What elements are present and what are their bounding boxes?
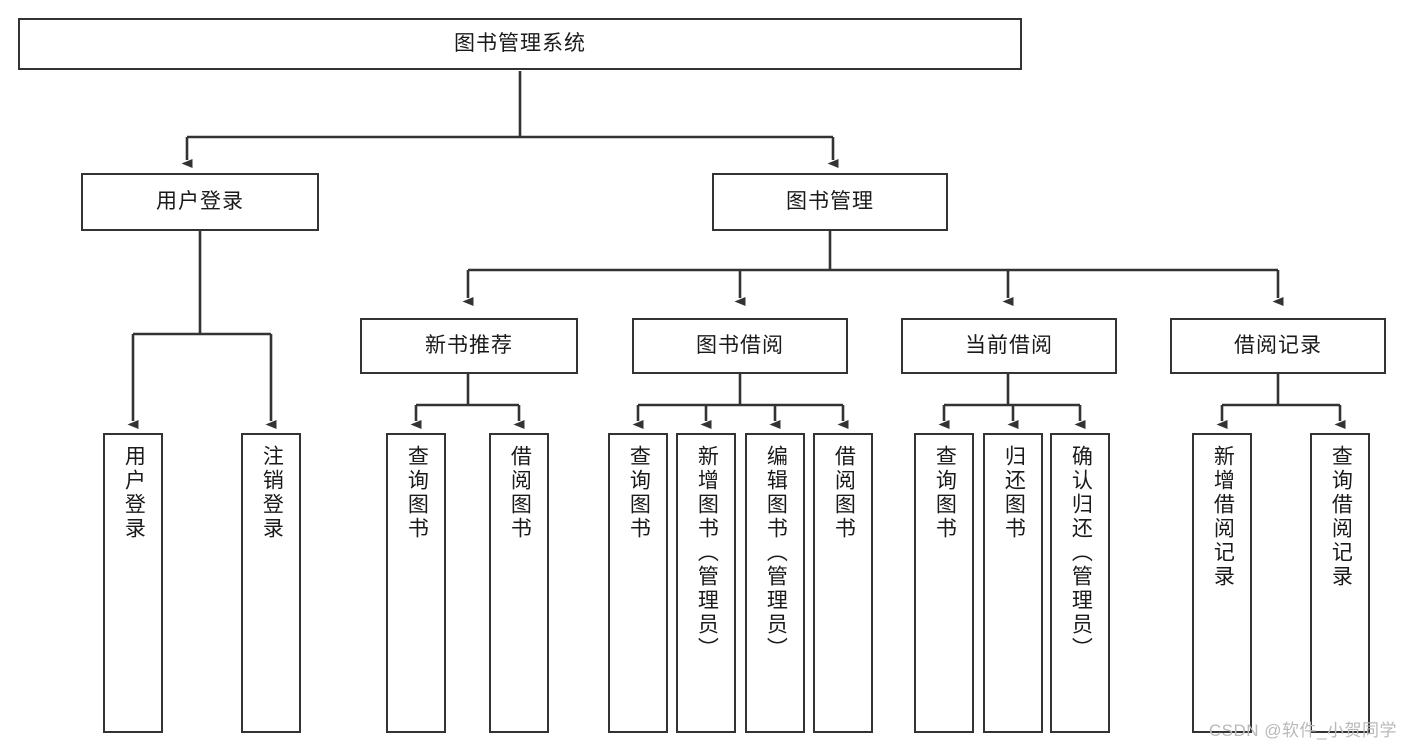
node-label: 查询图书 bbox=[405, 445, 429, 541]
node-label: 借阅图书 bbox=[508, 445, 532, 541]
node-label: 借阅记录 bbox=[1234, 333, 1322, 357]
node-label: 确认归还（管理员） bbox=[1069, 445, 1093, 661]
node-user-login[interactable]: 用户登录 bbox=[81, 173, 319, 231]
leaf-current-confirm-return[interactable]: 确认归还（管理员） bbox=[1050, 433, 1110, 733]
leaf-borrow-add-book[interactable]: 新增图书（管理员） bbox=[676, 433, 736, 733]
node-label: 用户登录 bbox=[156, 189, 244, 213]
node-label: 查询借阅记录 bbox=[1329, 445, 1353, 589]
leaf-borrow-edit-book[interactable]: 编辑图书（管理员） bbox=[745, 433, 805, 733]
node-label: 新增图书（管理员） bbox=[695, 445, 719, 661]
node-label: 图书管理 bbox=[786, 189, 874, 213]
node-label: 图书管理系统 bbox=[454, 31, 586, 55]
watermark-text: CSDN @软件_小贺同学 bbox=[1208, 721, 1397, 740]
leaf-borrow-query-book[interactable]: 查询图书 bbox=[608, 433, 668, 733]
node-label: 新增借阅记录 bbox=[1211, 445, 1235, 589]
node-label: 归还图书 bbox=[1002, 445, 1026, 541]
node-new-book-recommend[interactable]: 新书推荐 bbox=[360, 318, 578, 374]
node-label: 编辑图书（管理员） bbox=[764, 445, 788, 661]
node-label: 图书借阅 bbox=[696, 333, 784, 357]
leaf-current-return-book[interactable]: 归还图书 bbox=[983, 433, 1043, 733]
node-label: 查询图书 bbox=[627, 445, 651, 541]
leaf-user-login[interactable]: 用户登录 bbox=[103, 433, 163, 733]
node-book-management[interactable]: 图书管理 bbox=[712, 173, 948, 231]
node-label: 新书推荐 bbox=[425, 333, 513, 357]
node-label: 注销登录 bbox=[260, 445, 284, 541]
node-root-system[interactable]: 图书管理系统 bbox=[18, 18, 1022, 70]
node-book-borrow[interactable]: 图书借阅 bbox=[632, 318, 848, 374]
node-label: 当前借阅 bbox=[965, 333, 1053, 357]
node-current-borrow[interactable]: 当前借阅 bbox=[901, 318, 1117, 374]
leaf-current-query-book[interactable]: 查询图书 bbox=[914, 433, 974, 733]
leaf-records-add[interactable]: 新增借阅记录 bbox=[1192, 433, 1252, 733]
node-label: 查询图书 bbox=[933, 445, 957, 541]
leaf-new-book-query[interactable]: 查询图书 bbox=[386, 433, 446, 733]
leaf-borrow-borrow-book[interactable]: 借阅图书 bbox=[813, 433, 873, 733]
leaf-new-book-borrow[interactable]: 借阅图书 bbox=[489, 433, 549, 733]
leaf-records-query[interactable]: 查询借阅记录 bbox=[1310, 433, 1370, 733]
node-label: 借阅图书 bbox=[832, 445, 856, 541]
node-borrow-records[interactable]: 借阅记录 bbox=[1170, 318, 1386, 374]
node-label: 用户登录 bbox=[122, 445, 146, 541]
leaf-user-logout[interactable]: 注销登录 bbox=[241, 433, 301, 733]
